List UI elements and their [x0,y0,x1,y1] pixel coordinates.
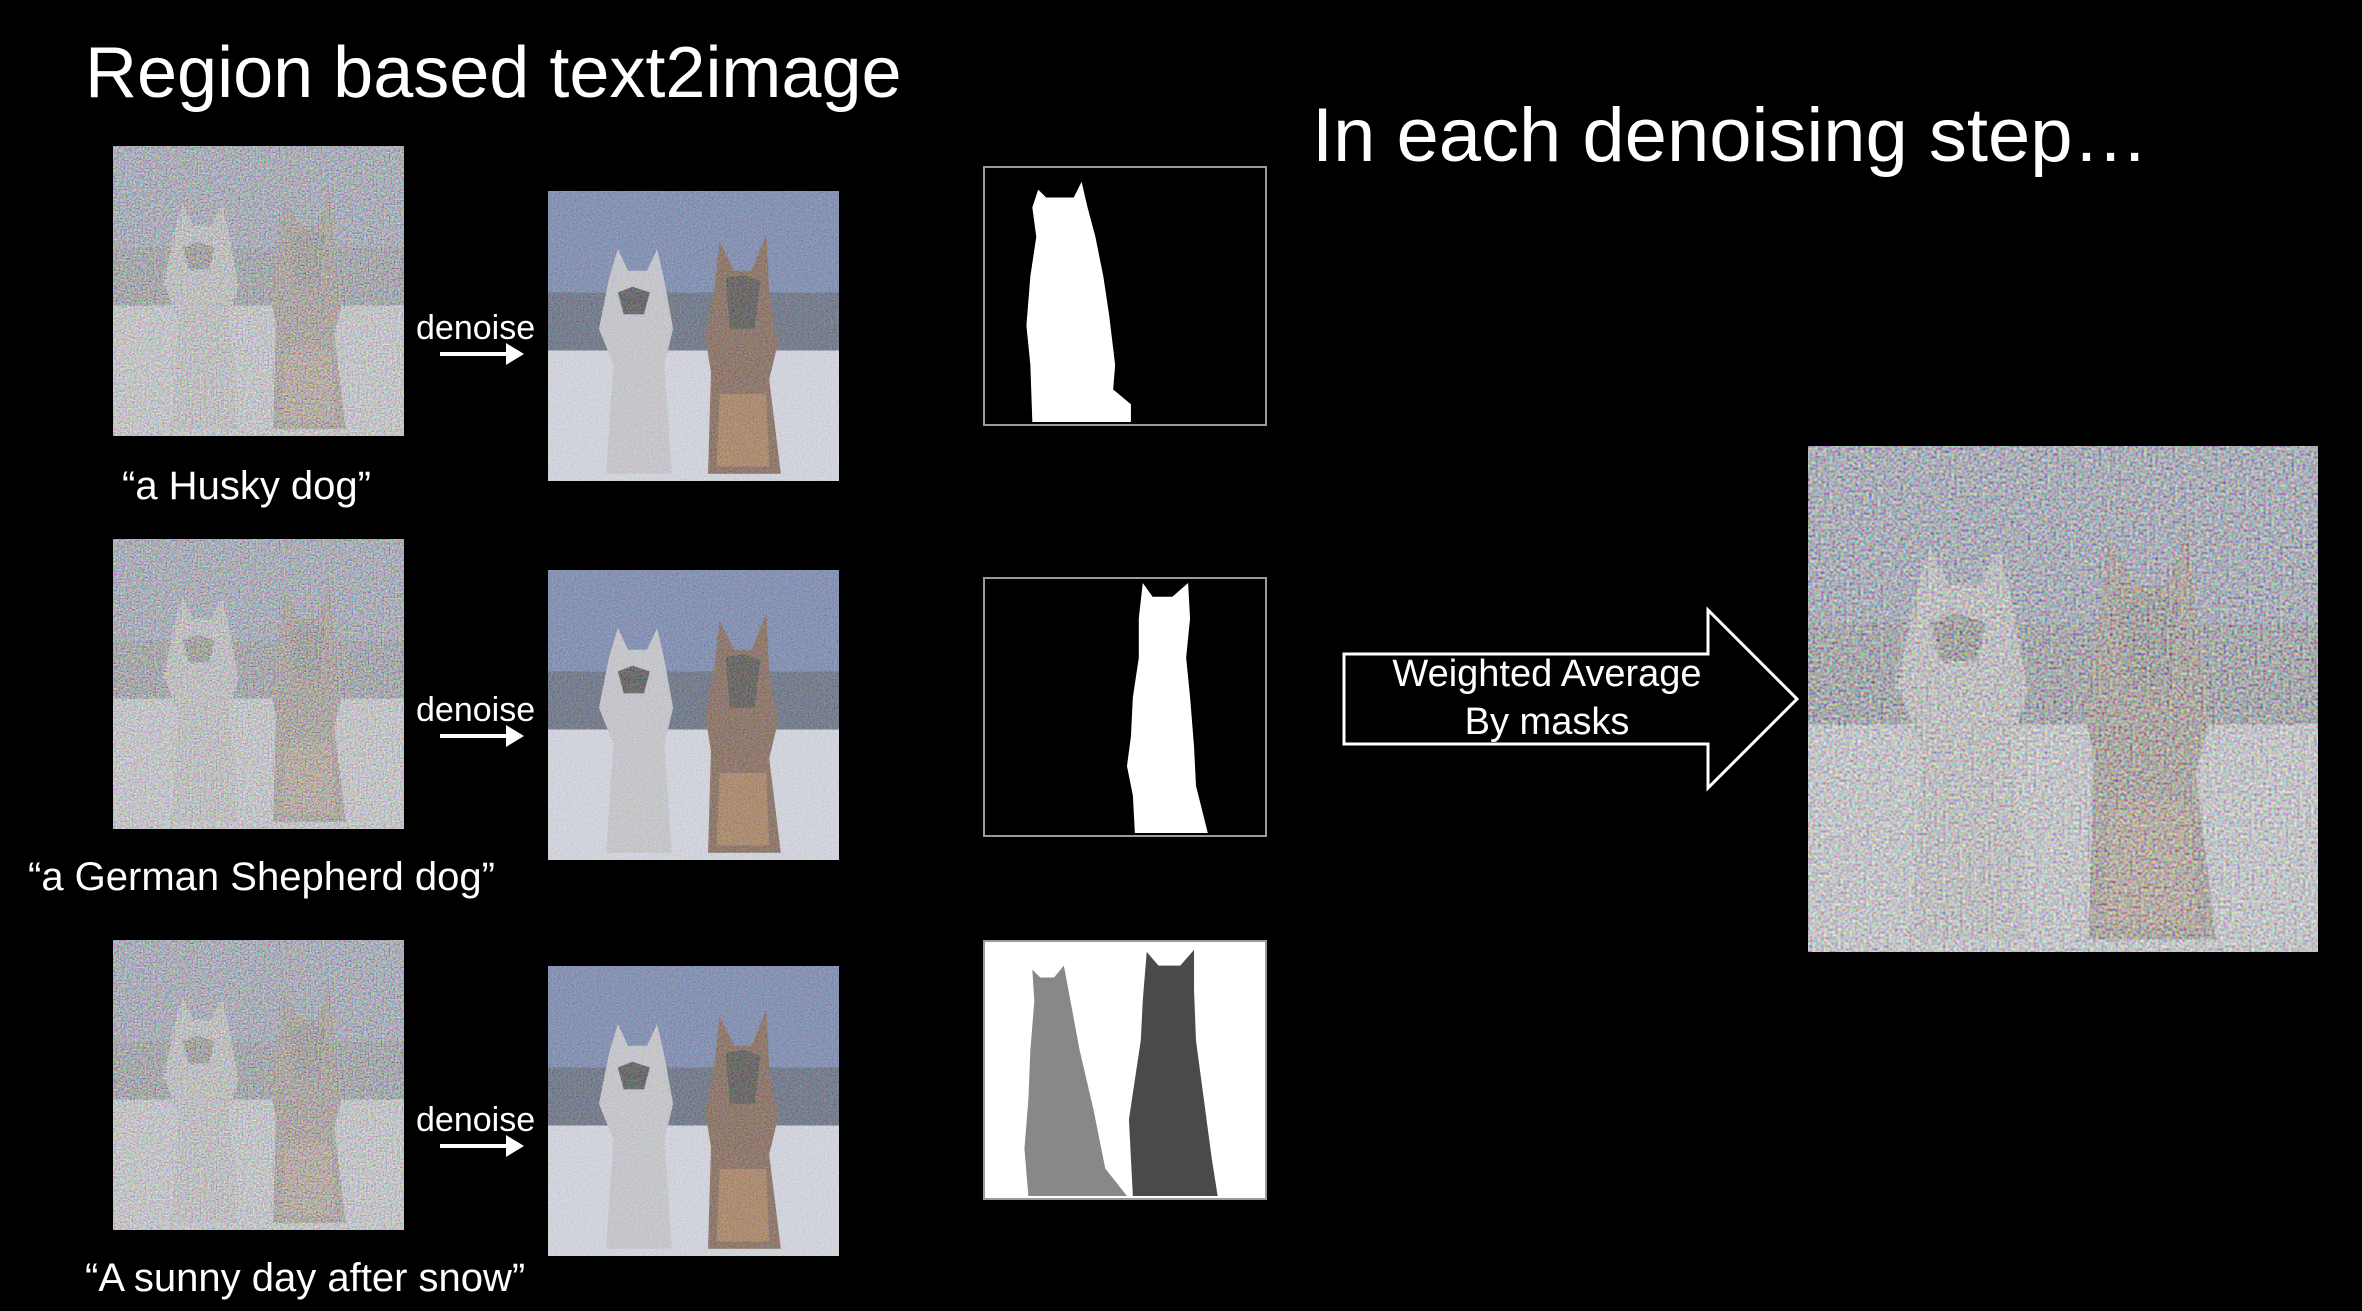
noisy-input-image-1 [113,146,404,436]
slide-subtitle: In each denoising step… [1312,93,2149,178]
weighted-average-line2: By masks [1464,701,1630,743]
mask-german-shepherd [983,577,1267,837]
denoise-arrow-3 [440,1135,524,1157]
noisy-input-image-3 [113,940,404,1230]
output-noisy-image [1808,446,2318,952]
prompt-caption-2: “a German Shepherd dog” [28,855,495,899]
prompt-caption-1: “a Husky dog” [122,464,371,508]
denoise-label-1: denoise [416,309,536,347]
weighted-average-arrow: Weighted Average By masks [1342,606,1800,792]
denoise-label-2: denoise [416,691,536,729]
mask-husky [983,166,1267,426]
denoised-image-3 [548,966,839,1256]
weighted-average-line1: Weighted Average [1392,653,1702,695]
denoise-label-3: denoise [416,1101,536,1139]
noisy-input-image-2 [113,539,404,829]
mask-background [983,940,1267,1200]
denoised-image-1 [548,191,839,481]
denoise-arrow-2 [440,725,524,747]
denoised-image-2 [548,570,839,860]
prompt-caption-3: “A sunny day after snow” [85,1256,526,1300]
slide-title: Region based text2image [85,33,902,113]
denoise-arrow-1 [440,343,524,365]
